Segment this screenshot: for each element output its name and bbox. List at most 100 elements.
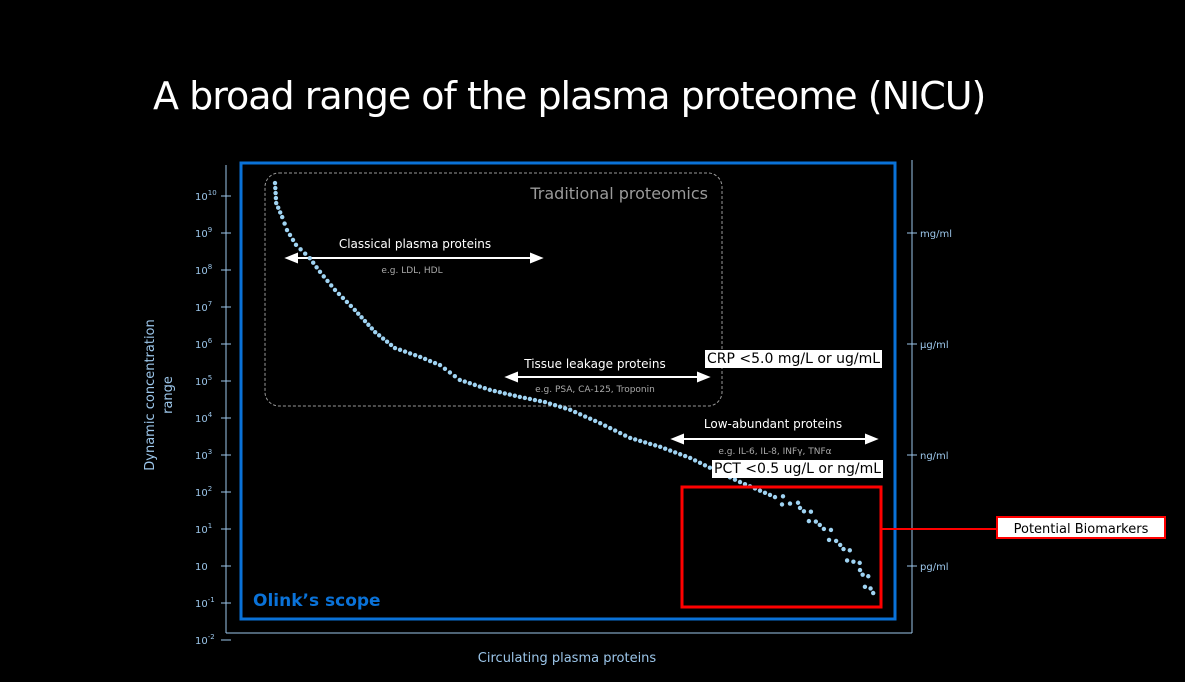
data-point [276,205,281,210]
data-point [472,382,477,388]
data-point [588,416,593,421]
data-point [628,435,633,441]
data-point [273,190,278,196]
olink-scope-box [239,161,897,621]
data-point [359,315,364,320]
y-tick-label: 10-2 [195,633,215,647]
data-point [407,351,413,356]
data-point [573,409,578,415]
data-point [467,381,472,386]
data-point [844,558,850,563]
data-point [352,307,357,313]
data-point [422,356,428,362]
data-point [868,586,873,591]
data-point [732,477,738,482]
data-point [593,418,598,424]
data-point [290,237,296,243]
data-point [692,458,698,463]
y-tick-label: 10 [195,562,208,573]
data-point [284,227,290,233]
data-point [838,542,843,548]
data-point [668,448,673,453]
data-point [841,546,846,552]
data-point [366,322,371,327]
data-point [658,444,663,450]
data-point [828,527,834,533]
y-tick-label: 104 [195,411,213,425]
data-point [851,559,856,564]
data-point [348,303,354,309]
data-point [462,379,467,384]
data-point [633,437,638,442]
x-axis-label: Circulating plasma proteins [478,651,657,666]
data-point [866,574,871,579]
data-point [603,423,608,428]
data-point [321,274,326,279]
data-point [742,481,748,487]
y-tick-label: 105 [195,374,212,388]
right-tick-label: mg/ml [920,229,952,240]
data-point [492,388,497,394]
data-point [857,567,863,573]
data-point [507,392,512,397]
right-tick-label: ng/ml [920,451,949,462]
y-tick-label: 109 [195,226,212,240]
right-tick-label: pg/ml [920,562,949,573]
data-point [418,354,423,360]
data-point [442,366,448,371]
data-point [437,362,443,368]
data-point [452,373,458,379]
olink-scope-label: Olink’s scope [253,591,381,611]
classical-arrow [284,252,544,264]
data-point [298,247,303,252]
data-point [638,438,643,444]
data-point [673,450,678,455]
data-point [397,347,403,353]
data-point [329,283,334,288]
data-point [487,387,492,393]
data-point [678,452,683,457]
crp-note: CRP <5.0 mg/L or ug/mL [705,350,883,368]
data-point [274,200,279,206]
data-point [517,394,522,400]
data-point [537,398,543,404]
data-point [862,584,868,590]
data-point [402,349,408,354]
data-point [542,399,548,405]
data-point [362,318,368,324]
right-tick-label: µg/ml [920,340,949,351]
data-point [527,396,533,402]
low-abundant-arrow [670,433,879,445]
data-point [767,492,773,498]
data-point [303,251,308,256]
y-tick-label: 106 [195,337,213,351]
data-point [336,291,342,297]
data-point [388,342,394,348]
y-tick-label: 1010 [195,189,217,203]
y-tick-label: 10-1 [195,596,215,610]
data-point [272,180,278,186]
data-point [497,390,502,395]
tissue-examples: e.g. PSA, CA-125, Troponin [535,385,655,395]
data-point [369,326,374,331]
y-tick-label: 108 [195,263,212,277]
data-point [340,295,346,301]
data-point [857,560,862,566]
data-point [293,242,299,248]
data-point [356,311,361,316]
y-tick-label: 103 [195,448,212,462]
data-point [557,404,563,409]
data-point [552,402,558,408]
data-point [688,455,693,461]
data-point [273,195,279,201]
data-point [757,488,763,493]
data-point [683,453,688,459]
data-point [653,443,658,448]
data-point [373,329,378,335]
data-point [332,287,338,293]
potential-biomarkers-label: Potential Biomarkers [996,516,1166,539]
y-tick-label: 102 [195,485,212,499]
data-point [648,441,653,447]
data-point [608,425,613,431]
data-point [427,358,433,364]
